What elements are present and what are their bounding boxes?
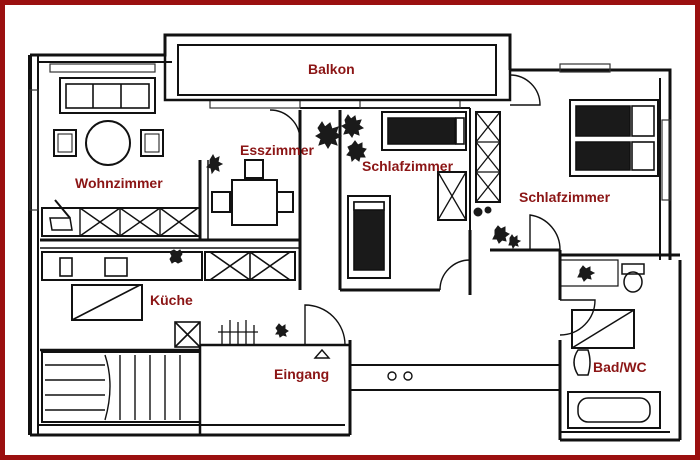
door-icon [304,304,346,359]
staircase-icon [41,351,201,423]
wardrobe-icon [437,171,467,221]
bathtub-icon [567,391,661,429]
door-icon [559,259,619,336]
dining-table-icon [53,120,164,166]
room-label-eingang: Eingang [274,366,330,382]
wardrobe-icon [41,199,201,237]
wardrobe-icon [475,111,501,203]
room-label-schlafzimmer-2: Schlafzimmer [519,189,611,205]
room-label-bad-wc: Bad/WC [593,359,647,375]
single-bed-icon [381,111,467,151]
kitchen-counter-icon [41,251,296,348]
door-icon [439,259,471,291]
dining-table-icon [211,159,294,226]
balcony [163,33,512,102]
toilet-icon [621,263,645,293]
door-icon [269,74,561,251]
room-label-kueche: Küche [150,292,193,308]
door-icon [387,371,413,381]
coat-rack-icon [218,320,258,345]
sink-icon [571,309,635,376]
room-label-schlafzimmer-1: Schlafzimmer [362,158,454,174]
room-label-wohnzimmer: Wohnzimmer [75,175,163,191]
windows [29,63,671,211]
single-bed-icon [347,195,391,279]
sofa-icon [59,77,156,114]
double-bed-icon [569,99,659,177]
room-label-balkon: Balkon [308,61,355,77]
plant-icon [169,114,596,338]
room-label-esszimmer: Esszimmer [240,142,314,158]
